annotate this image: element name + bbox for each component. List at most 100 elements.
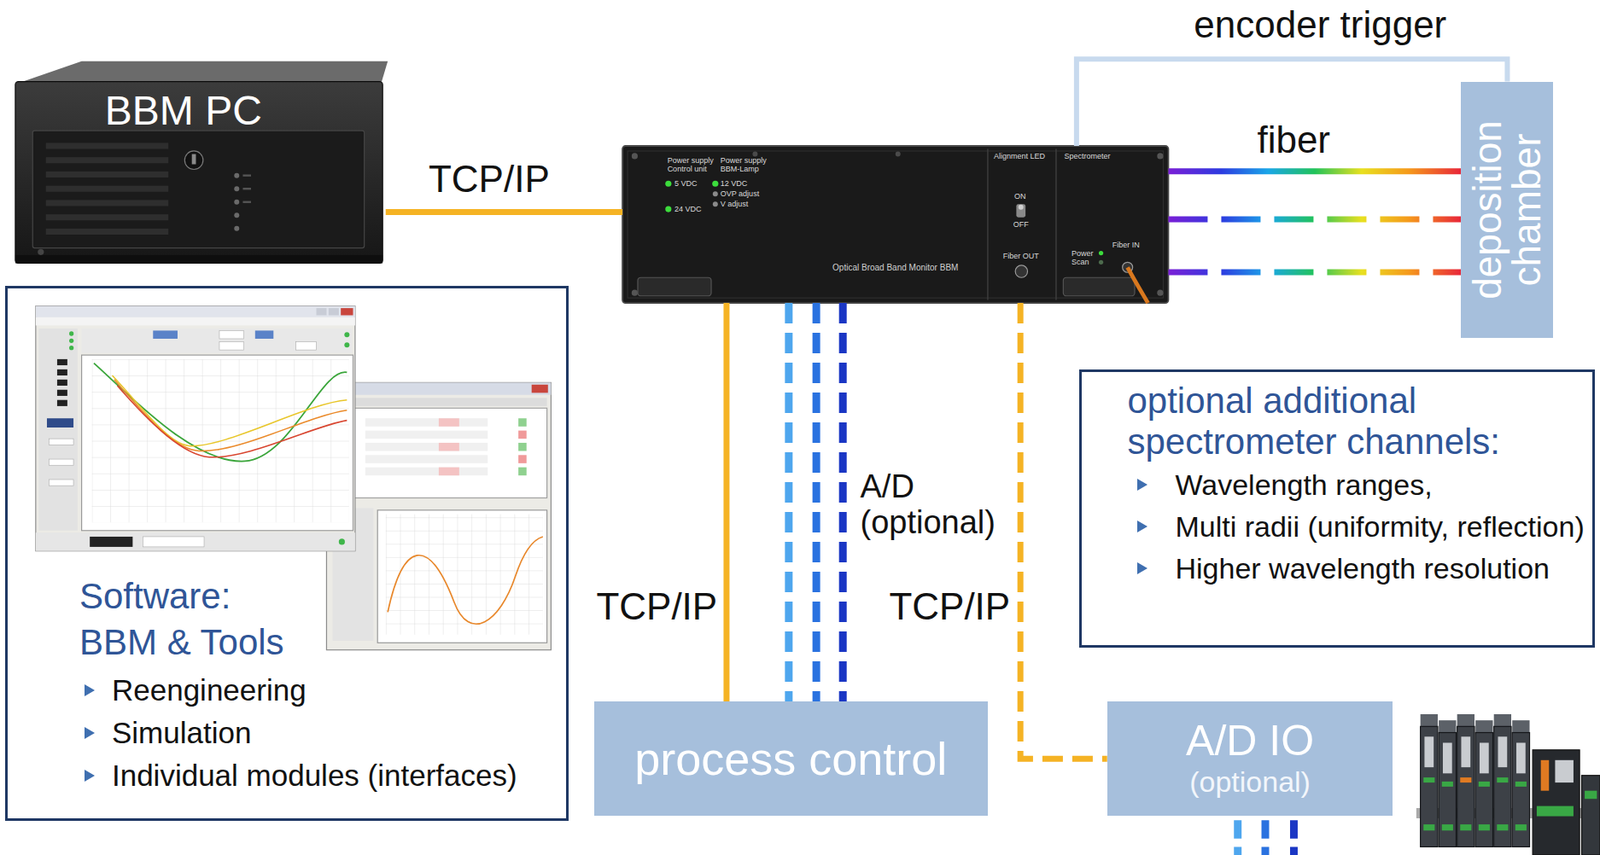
software-screenshot <box>326 382 551 650</box>
pc-illustration <box>242 174 252 176</box>
io-modules-photo <box>1554 760 1574 783</box>
software-screenshot <box>111 375 347 447</box>
software-screenshot <box>81 355 354 532</box>
software-screenshot <box>142 537 205 548</box>
panel-heading: optional additional spectrometer channel… <box>1127 380 1540 463</box>
bbm-device-illustration <box>1062 277 1135 297</box>
panel-marking: 12 VDC <box>720 179 748 188</box>
bullet-item: Higher wavelength resolution <box>1174 548 1588 590</box>
software-screenshot <box>531 385 549 394</box>
pc-illustration <box>15 61 388 264</box>
io-modules-photo <box>1515 824 1527 831</box>
software-screenshot <box>57 390 68 397</box>
pc-illustration <box>46 142 169 149</box>
ad-signal-lines <box>1233 820 1242 855</box>
io-modules-photo <box>1581 776 1600 855</box>
bbm-device-illustration <box>1098 251 1104 256</box>
options-panel: optional additional spectrometer channel… <box>1079 369 1595 649</box>
bbm-device-illustration <box>1156 152 1163 159</box>
software-screenshot <box>57 400 68 407</box>
io-modules-photo <box>1479 742 1490 774</box>
link-label: encoder trigger <box>1193 4 1447 46</box>
bullet-item: Multi radii (uniformity, reflection) <box>1174 506 1588 549</box>
link-label: TCP/IP <box>888 586 1011 628</box>
pc-illustration <box>22 61 388 82</box>
panel-heading: Software: BBM & Tools <box>79 573 304 666</box>
software-screenshot <box>326 382 551 395</box>
software-screenshot <box>344 332 350 338</box>
io-box: A/D IO(optional) <box>1107 701 1394 817</box>
ad-signal-lines <box>1290 820 1298 855</box>
ad-signal-lines <box>1237 820 1295 855</box>
software-screenshot <box>438 418 460 427</box>
pc-illustration <box>46 171 169 178</box>
bbm-device-illustration <box>1015 265 1028 278</box>
process-control-box: process control <box>594 701 988 817</box>
software-screenshot <box>35 306 356 552</box>
tcp-ip-link <box>723 303 730 702</box>
panel-marking: 5 VDC <box>674 179 698 188</box>
software-screenshot <box>57 359 68 366</box>
bbm-device-illustration <box>712 191 719 197</box>
bbm-device-illustration <box>665 206 672 213</box>
panel-marking: V adjust <box>720 199 749 209</box>
bbm-device-illustration <box>895 151 901 158</box>
io-modules-photo <box>1460 736 1471 768</box>
pc-illustration <box>46 186 169 193</box>
pc-illustration <box>233 186 240 192</box>
fiber-line <box>1167 168 1461 175</box>
bbm-device-illustration <box>1156 290 1163 297</box>
bullet-item: Reengineering <box>111 669 561 713</box>
software-screenshot <box>296 342 317 351</box>
pc-illustration <box>184 151 204 170</box>
software-screenshot <box>344 342 350 348</box>
software-screenshot <box>377 510 547 643</box>
software-screenshot <box>81 328 353 354</box>
encoder-trigger-line <box>1076 58 1508 146</box>
panel-marking: ON <box>1014 192 1027 201</box>
software-screenshot <box>89 537 133 548</box>
bbm-device-illustration <box>631 290 638 297</box>
bbm-device-illustration <box>1127 267 1149 304</box>
software-screenshot <box>330 397 547 407</box>
pc-illustration <box>46 199 169 206</box>
pc-illustration <box>233 212 240 218</box>
io-modules-photo <box>1442 824 1454 831</box>
software-screenshot <box>93 363 347 462</box>
software-screenshot <box>35 306 356 318</box>
panel-marking: Power supply BBM-Lamp <box>720 156 771 175</box>
panel-marking: Power supply Control unit <box>667 156 719 175</box>
io-modules-photo <box>1536 806 1574 818</box>
software-screenshot <box>38 328 77 532</box>
software-screenshot <box>340 308 353 316</box>
software-screenshot <box>518 443 527 452</box>
tcp-ip-link <box>385 209 623 216</box>
bbm-device-illustration <box>1055 149 1057 301</box>
software-screenshot <box>518 418 527 427</box>
bbm-device-illustration <box>622 145 1168 304</box>
panel-marking: Spectrometer <box>1064 151 1111 161</box>
software-screenshot <box>365 455 488 464</box>
io-modules-photo <box>1497 736 1507 768</box>
software-screenshot <box>365 418 488 427</box>
pc-illustration <box>46 157 169 164</box>
pc-illustration <box>233 199 240 205</box>
ad-signal-line <box>784 303 793 702</box>
box-label: A/D IO <box>1185 718 1314 765</box>
link-label: TCP/IP <box>428 158 550 200</box>
software-screenshot <box>46 418 74 428</box>
software-panel: Software: BBM & ToolsReengineeringSimula… <box>5 286 569 822</box>
chamber-name: deposition chamber <box>1467 92 1547 328</box>
software-screenshot <box>69 338 74 344</box>
link-label: TCP/IP <box>595 586 718 628</box>
ad-signal-line <box>812 303 821 702</box>
link-label: A/D (optional) <box>860 469 1023 542</box>
io-modules-photo <box>1584 791 1597 800</box>
software-screenshot <box>518 455 527 464</box>
link-label: fiber <box>1256 119 1331 161</box>
software-screenshot <box>69 345 74 351</box>
bbm-device-illustration <box>986 149 988 301</box>
